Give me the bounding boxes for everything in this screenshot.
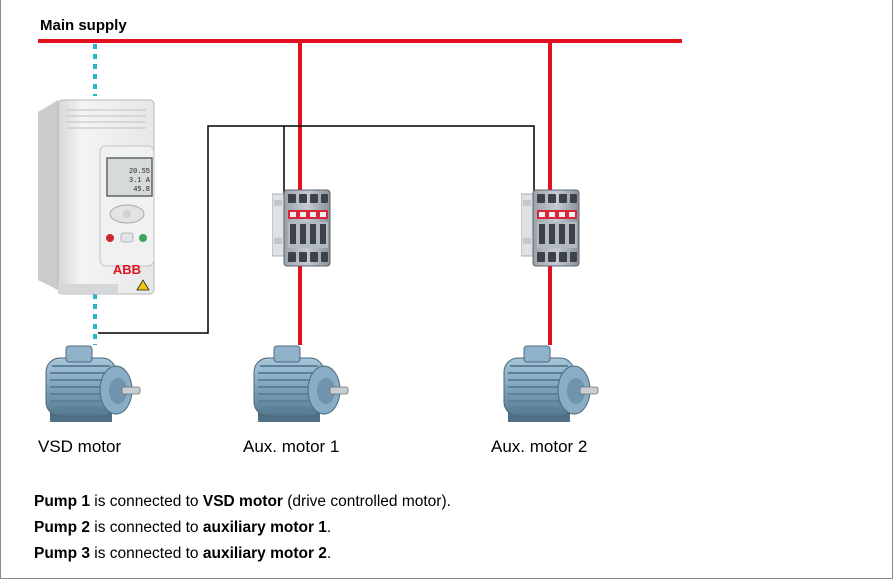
pump-notes: Pump 1 is connected to VSD motor (drive …	[34, 489, 451, 567]
note-pump-name: Pump 3	[34, 545, 90, 562]
note-pump-name: Pump 1	[34, 493, 90, 510]
note-pump-3: Pump 3 is connected to auxiliary motor 2…	[34, 541, 451, 567]
note-tail-text: .	[326, 519, 332, 536]
note-motor-name: VSD motor	[202, 493, 283, 510]
control-wire	[98, 125, 535, 334]
aux-motor-1-label: Aux. motor 1	[243, 437, 340, 456]
drive-readout-2: 3.1 A	[129, 177, 151, 185]
note-tail-text: (drive controlled motor).	[282, 493, 451, 510]
drive-readout-3: 45.8	[133, 186, 150, 194]
note-motor-name: auxiliary motor 1	[202, 519, 327, 536]
abb-logo: ABB	[113, 262, 141, 277]
note-pump-1: Pump 1 is connected to VSD motor (drive …	[34, 489, 451, 515]
contactor-aux-1	[272, 189, 331, 267]
main-supply-label: Main supply	[40, 17, 127, 34]
aux-motor-2-label: Aux. motor 2	[491, 437, 588, 456]
note-connector-text: is connected to	[89, 493, 203, 510]
warning-icon	[136, 279, 150, 291]
note-pump-2: Pump 2 is connected to auxiliary motor 1…	[34, 515, 451, 541]
abb-drive: 20.55 3.1 A 45.8 ABB	[38, 99, 155, 295]
note-pump-name: Pump 2	[34, 519, 90, 536]
vsd-motor	[45, 345, 141, 423]
note-tail-text: .	[326, 545, 332, 562]
note-connector-text: is connected to	[89, 519, 203, 536]
aux-motor-1	[253, 345, 349, 423]
note-motor-name: auxiliary motor 2	[202, 545, 327, 562]
aux-motor-2	[503, 345, 599, 423]
note-connector-text: is connected to	[89, 545, 203, 562]
drive-readout-1: 20.55	[129, 168, 150, 176]
vsd-motor-label: VSD motor	[38, 437, 122, 456]
contactor-aux-2	[521, 189, 580, 267]
